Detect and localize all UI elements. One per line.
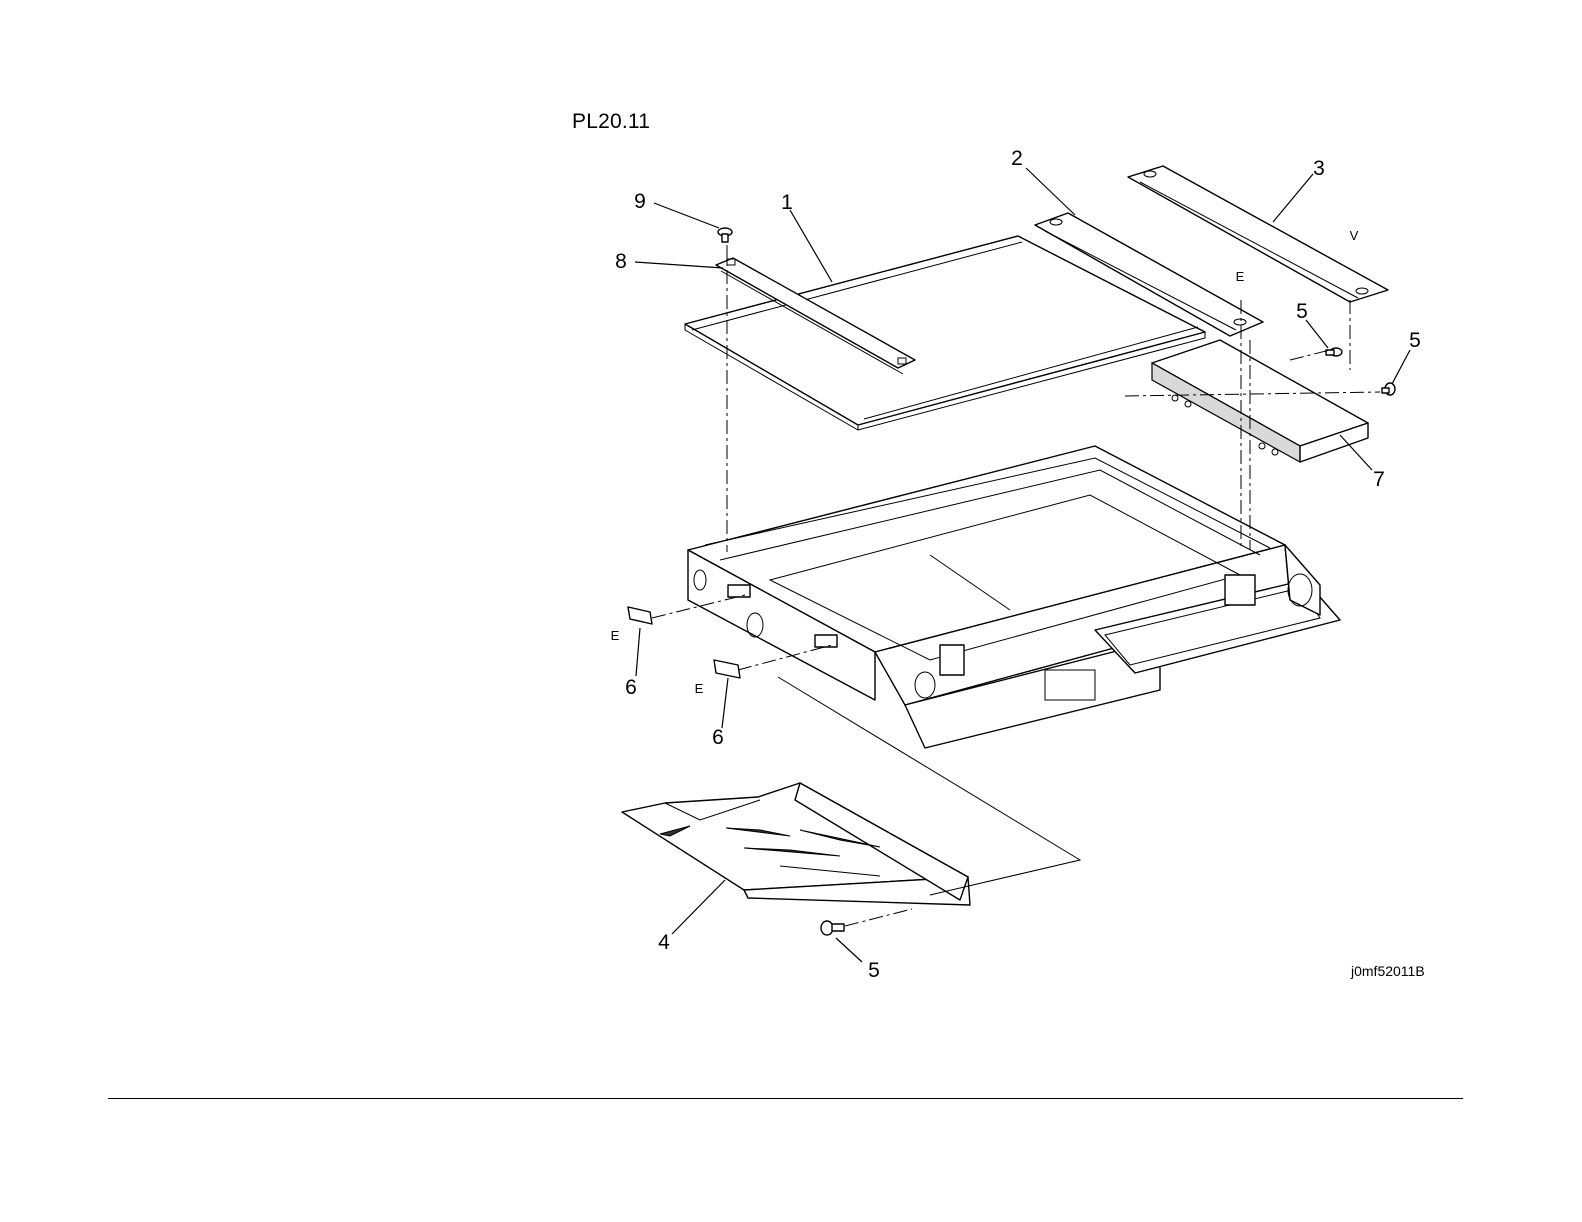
part-9-screw: [718, 228, 732, 242]
figure-id: j0mf52011B: [1351, 963, 1425, 979]
marker-e-lower-clip: E: [695, 681, 704, 696]
scanner-frame: [688, 446, 1340, 748]
callout-1: 1: [781, 191, 793, 214]
callout-7: 7: [1373, 468, 1385, 491]
callout-8: 8: [615, 250, 627, 273]
marker-e-top: E: [1236, 269, 1245, 284]
part-4-output-tray: [622, 783, 970, 905]
callout-6-upper: 6: [625, 676, 637, 699]
marker-v: V: [1350, 228, 1359, 243]
callout-4: 4: [658, 931, 670, 954]
callout-3: 3: [1313, 157, 1325, 180]
callout-2: 2: [1011, 147, 1023, 170]
part-6-clip-lower: [714, 660, 740, 678]
part-5-screw-upper-b: [1382, 383, 1395, 395]
callout-5-upper-a: 5: [1296, 300, 1308, 323]
part-5-screw-upper-a: [1326, 348, 1342, 356]
callout-9: 9: [634, 190, 646, 213]
marker-e-upper-clip: E: [611, 628, 620, 643]
callout-6-lower: 6: [712, 726, 724, 749]
part-6-clip-upper: [628, 607, 652, 624]
callout-5-lower: 5: [868, 959, 880, 982]
part-5-screw-lower: [821, 921, 844, 935]
footer-divider: [108, 1098, 1463, 1099]
callout-5-upper-b: 5: [1409, 329, 1421, 352]
part-7-side-cover: [1152, 340, 1368, 462]
